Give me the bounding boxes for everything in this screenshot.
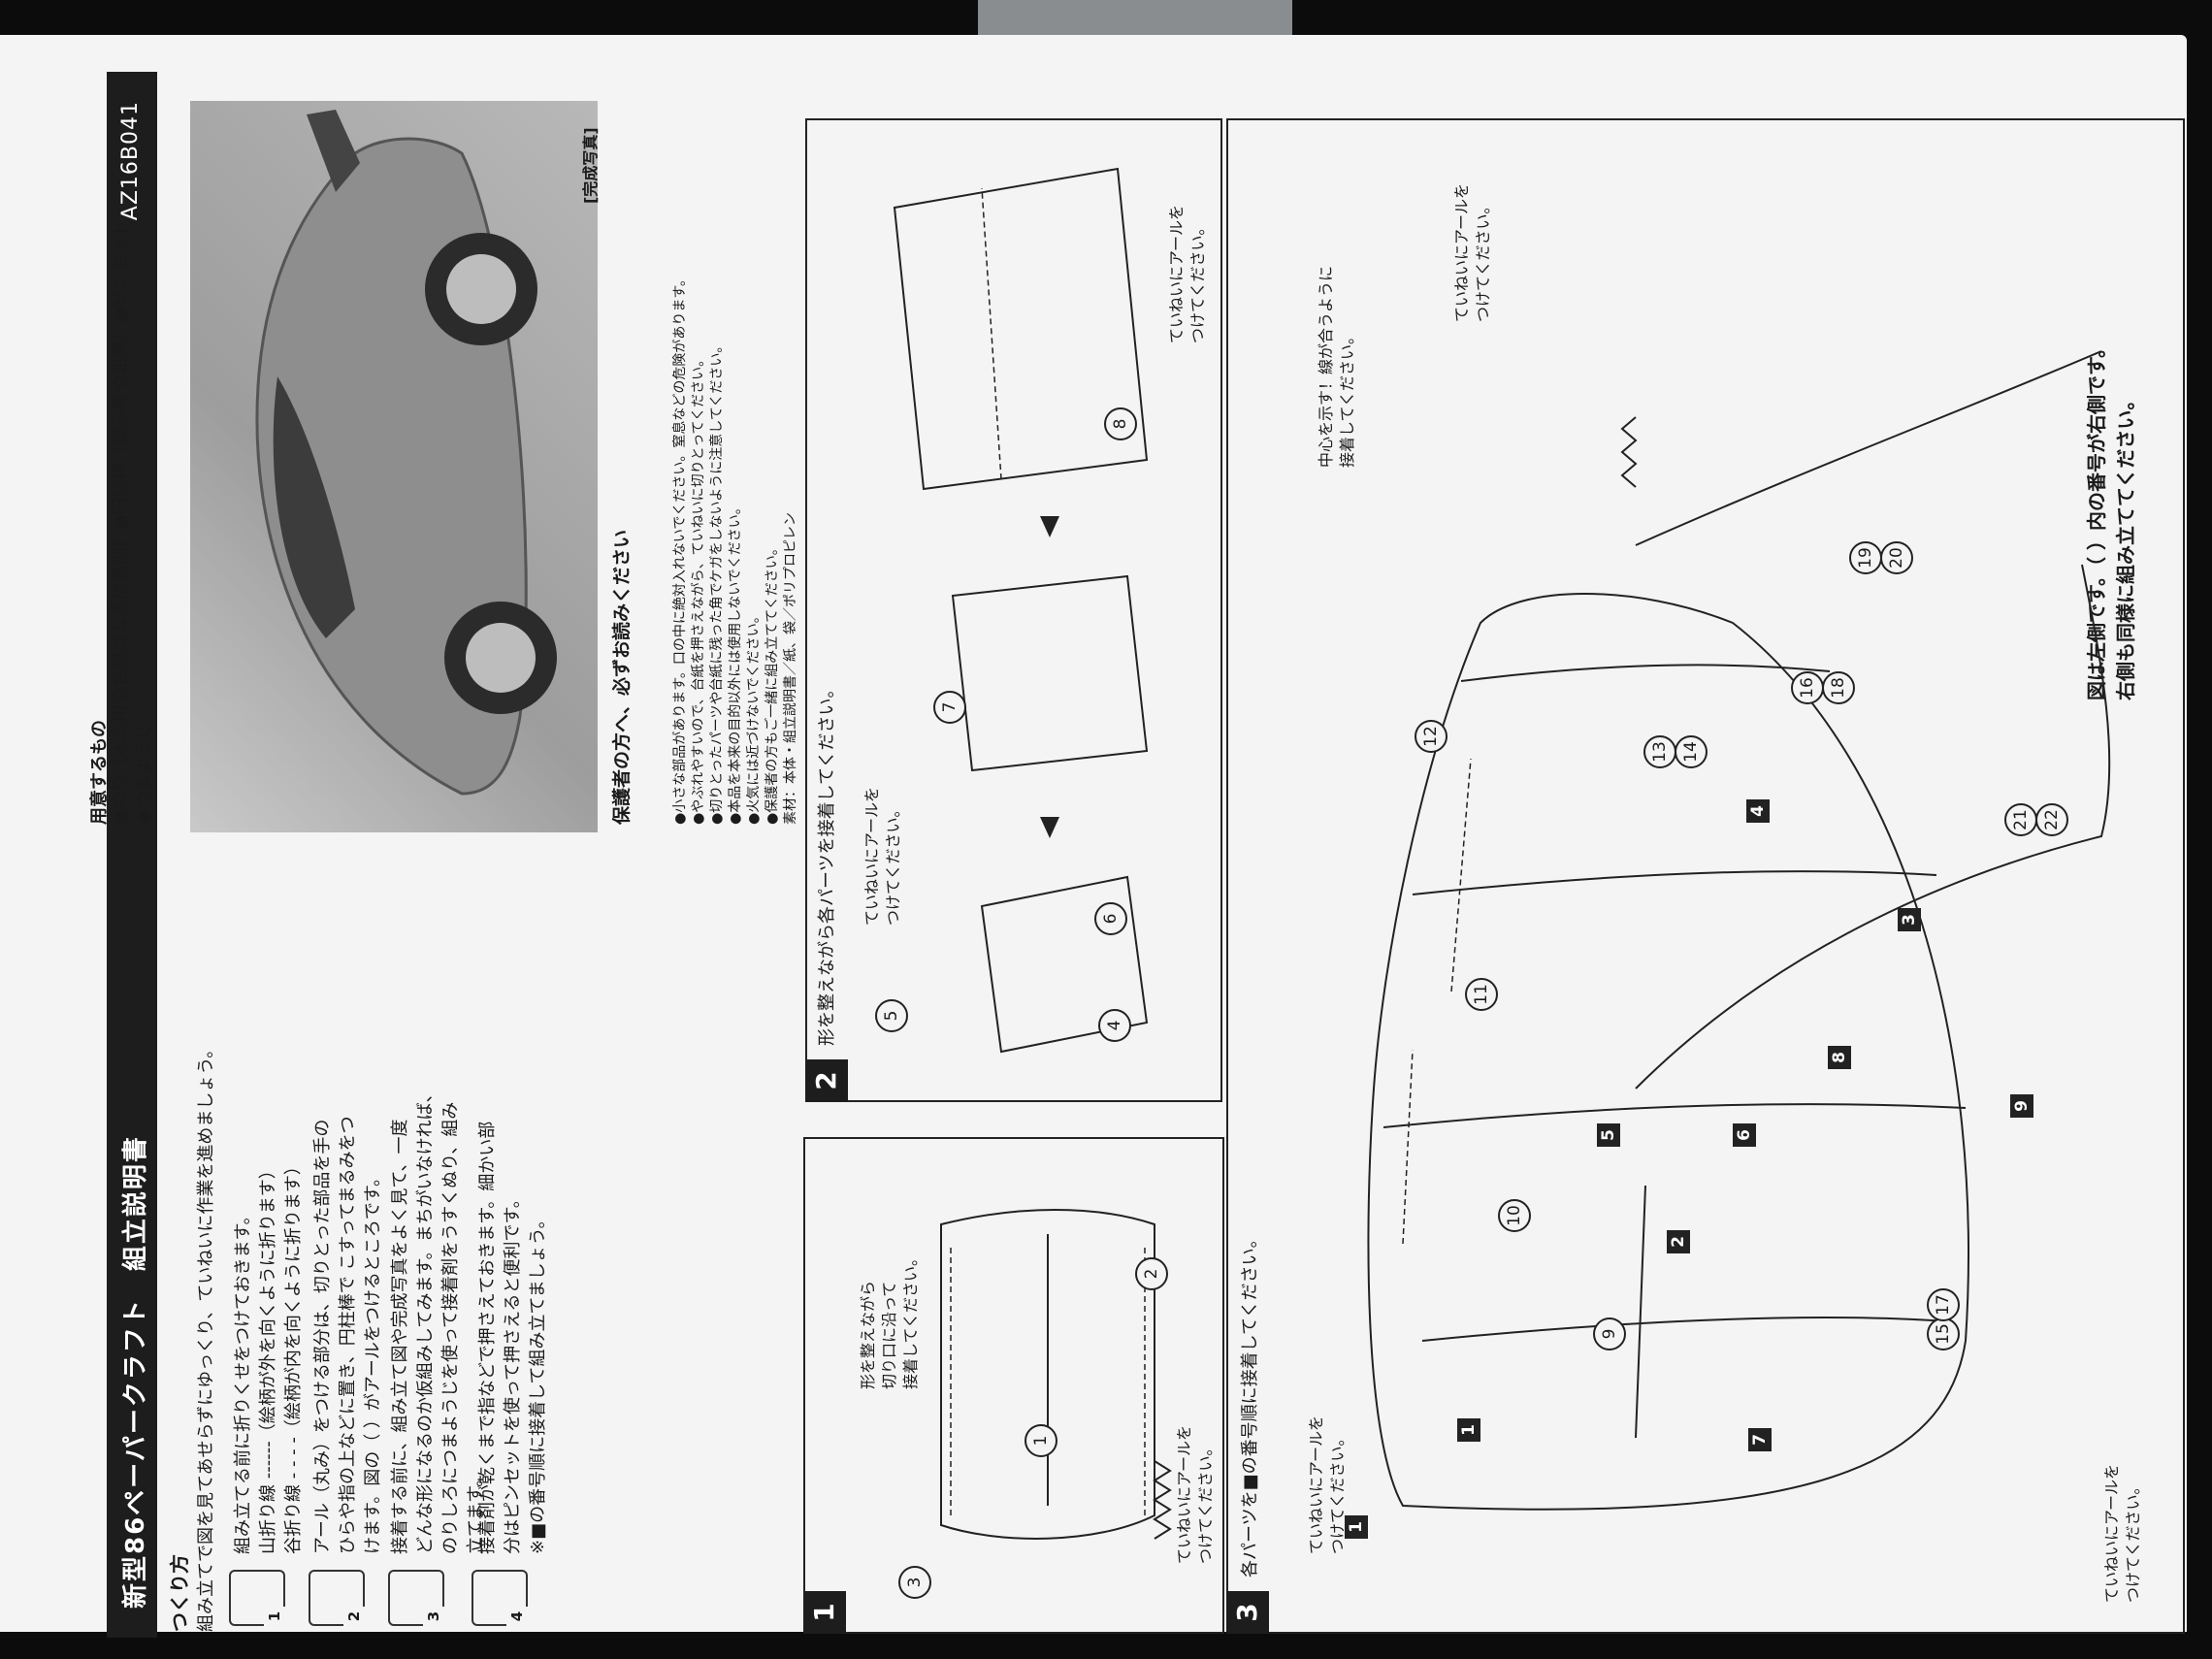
order-1a: 1 [1345,1515,1368,1539]
part-label-7: 7 [933,691,966,724]
part-label-17: 17 [1927,1288,1960,1321]
part-label-3: 3 [898,1566,931,1599]
part-label-6: 6 [1094,902,1127,935]
step1-illustration: 1 [229,1570,285,1626]
order-3: 3 [1898,908,1921,931]
sheet-title: 新型86ペーパークラフト 組立説明書 [121,1135,150,1609]
step3-illustration: 3 [388,1570,444,1626]
order-5: 5 [1597,1123,1620,1147]
completed-car-photo [190,101,598,832]
section-3-diagram [1367,350,2111,1511]
part-label-2: 2 [1135,1257,1168,1290]
part-label-8: 8 [1104,407,1137,440]
section-2-panel: 2 形を整えながら各パーツを接着してください。 ていねいにアールをつけてください… [805,118,1222,1102]
tools-line2: ●つまようじ [134,722,154,825]
part-label-13: 13 [1643,735,1676,768]
step2-text: アール（丸み）をつける部分は、切りとった部品を手のひらや指の上などに置き、円柱棒… [312,1116,383,1554]
section-1-panel: 1 形を整えながら切り口に沿って接着してください。 ていねいにアールをつけてくだ… [803,1137,1224,1634]
car-image [255,110,557,796]
section-1-diagram [940,1209,1172,1540]
part-label-12: 12 [1415,720,1448,753]
product-code: AZ16B041 [118,101,143,221]
step1-text: 組み立てる前に折りくせをつけておきます。山折り線 ------（絵柄が外を向くよ… [233,1157,304,1554]
tools-line1: ●のり（木工用や合成ゴム系接着剤）●円柱棒（編み棒や鉛筆）●ピンセット [111,219,131,825]
part-label-15: 15 [1927,1317,1960,1350]
order-7: 7 [1748,1428,1772,1451]
step2-illustration: 2 [309,1570,365,1626]
part-label-22: 22 [2035,803,2068,836]
part-label-19: 19 [1849,541,1882,574]
order-4: 4 [1746,799,1770,823]
section-2-diagram [893,167,1149,1054]
part-label-20: 20 [1880,541,1913,574]
part-label-18: 18 [1822,671,1855,704]
photo-label: [完成写真] [581,127,600,204]
guardian-heading: 保護者の方へ、必ずお読みください [611,529,633,825]
part-label-4: 4 [1098,1009,1131,1042]
order-6: 6 [1733,1123,1756,1147]
step4-illustration: 4 [472,1570,528,1626]
order-1b: 1 [1457,1418,1480,1442]
part-label-10: 10 [1498,1199,1531,1232]
howto-intro: 組み立てで図を見てあせらずにゆっくり、ていねいに作業を進めましょう。 [196,1040,216,1632]
order-9: 9 [2010,1094,2033,1118]
order-2: 2 [1667,1230,1690,1253]
howto-heading: つくり方 [168,1554,191,1632]
tape-strip [978,0,1292,39]
part-label-1: 1 [1025,1424,1057,1457]
part-label-11: 11 [1465,978,1498,1011]
step3-text: 接着する前に、組み立て図や完成写真をよく見て、一度どんな形になるのか仮組みしてみ… [390,1085,486,1554]
part-label-14: 14 [1675,735,1708,768]
part-label-21: 21 [2004,803,2037,836]
part-label-5: 5 [875,999,908,1032]
part-label-16: 16 [1791,671,1824,704]
step4-text: 接着剤が乾くまで指などで押さえておきます。細かい部分はピンセットを使って押さえる… [477,1121,548,1554]
part-label-9: 9 [1593,1317,1626,1350]
section-3-panel: 3 各パーツを■の番号順に接着してください。 ていねいにアールをつけてください。… [1226,118,2185,1634]
order-8: 8 [1828,1046,1851,1069]
